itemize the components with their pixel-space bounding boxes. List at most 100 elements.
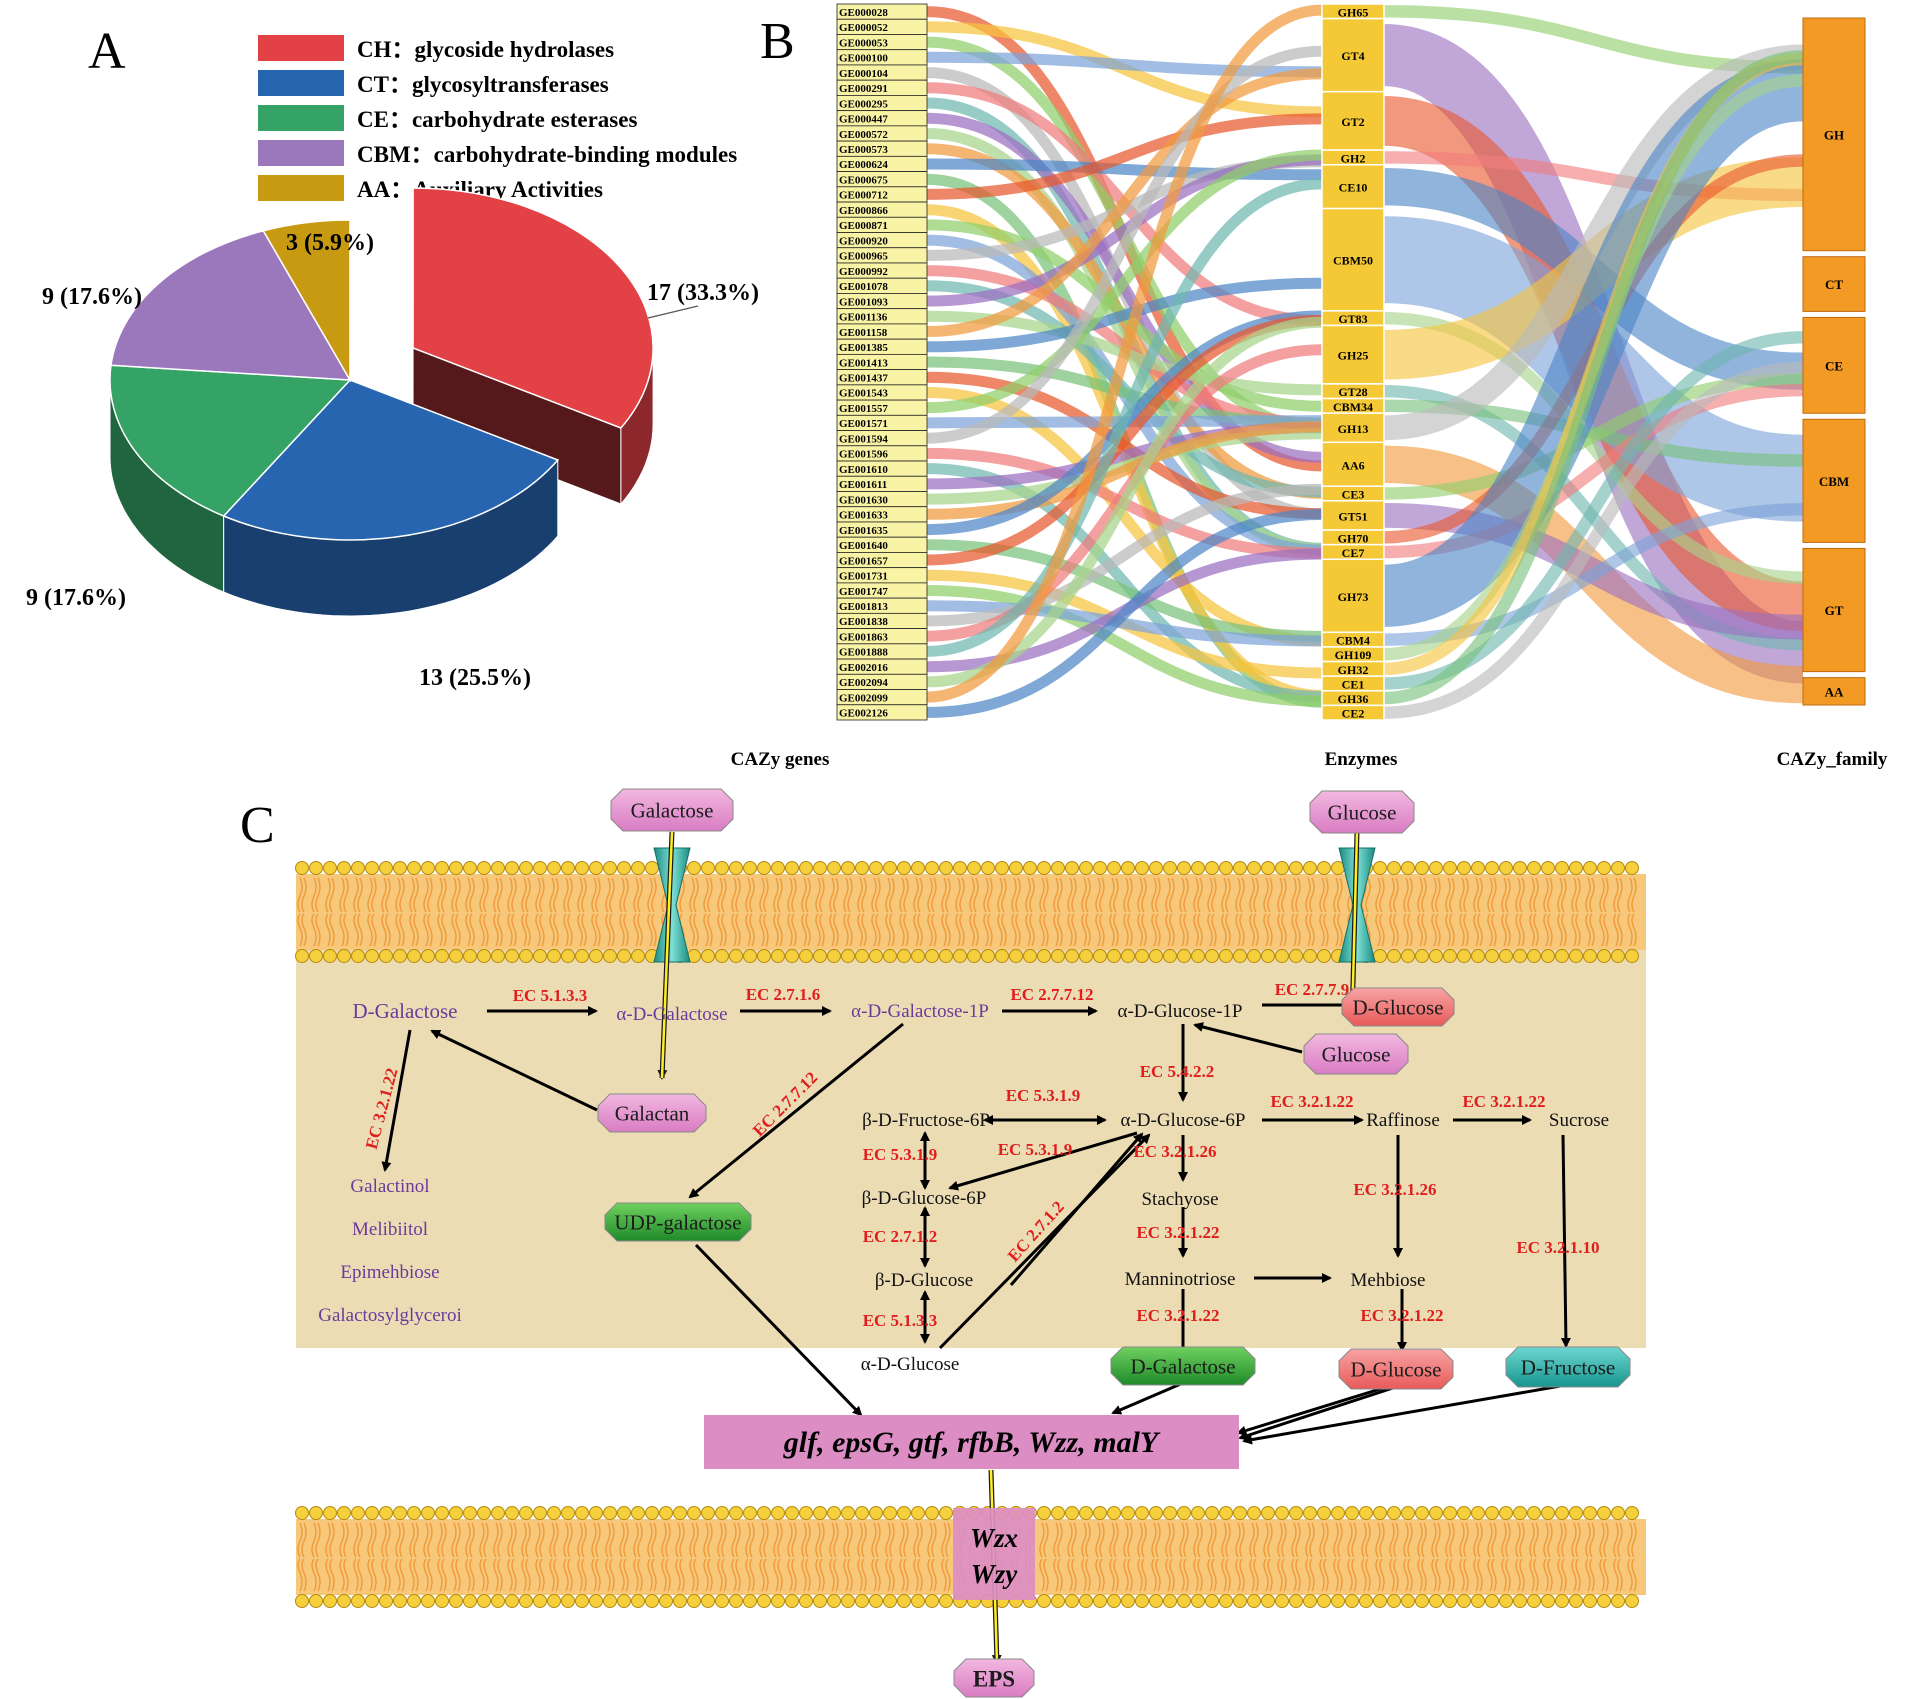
lipid-head bbox=[925, 861, 939, 875]
panel-c: C bbox=[240, 788, 1646, 1698]
lipid-head bbox=[337, 949, 351, 963]
pie-slice-CBM bbox=[110, 229, 352, 381]
enzyme-node bbox=[1321, 17, 1385, 93]
lipid-head bbox=[911, 1594, 925, 1608]
lipid-head bbox=[295, 861, 309, 875]
lipid-head bbox=[827, 861, 841, 875]
lipid-head bbox=[939, 1594, 953, 1608]
lipid-head bbox=[687, 1594, 701, 1608]
lipid-head bbox=[491, 1594, 505, 1608]
lipid-head bbox=[533, 949, 547, 963]
enzyme-node bbox=[1321, 324, 1385, 385]
lipid-head bbox=[561, 861, 575, 875]
gene-label: GE002094 bbox=[839, 677, 888, 689]
met-manninotriose: Manninotriose bbox=[1125, 1269, 1236, 1290]
lipid-head bbox=[715, 1506, 729, 1520]
lipid-head bbox=[1443, 861, 1457, 875]
lipid-head bbox=[813, 949, 827, 963]
lipid-head bbox=[1387, 861, 1401, 875]
gene-label: GE002016 bbox=[839, 662, 888, 674]
lipid-head bbox=[449, 1594, 463, 1608]
pie-chart: 17 (33.3%)13 (25.5%)9 (17.6%)9 (17.6%)3 … bbox=[26, 187, 759, 691]
gene-label: GE000291 bbox=[839, 83, 888, 95]
lipid-head bbox=[897, 949, 911, 963]
flow-gene-enzyme bbox=[926, 277, 1323, 353]
lipid-head bbox=[757, 1506, 771, 1520]
lipid-head bbox=[1415, 861, 1429, 875]
lipid-head bbox=[1289, 1506, 1303, 1520]
panel-c-letter: C bbox=[240, 797, 275, 854]
lipid-head bbox=[617, 861, 631, 875]
lipid-head bbox=[1177, 1594, 1191, 1608]
gene-label: GE000866 bbox=[839, 205, 888, 217]
lipid-head bbox=[813, 1506, 827, 1520]
gene-label: GE001863 bbox=[839, 631, 888, 643]
lipid-head bbox=[1149, 861, 1163, 875]
gene-label: GE000053 bbox=[839, 37, 888, 49]
pie-label-CT: 13 (25.5%) bbox=[419, 665, 531, 691]
lipid-head bbox=[729, 861, 743, 875]
lipid-head bbox=[477, 861, 491, 875]
lipid-head bbox=[897, 861, 911, 875]
family-label: GH bbox=[1824, 127, 1844, 142]
lipid-head bbox=[869, 861, 883, 875]
ec-label: EC 3.2.1.10 bbox=[1516, 1238, 1599, 1257]
lipid-head bbox=[1009, 949, 1023, 963]
ec-label: EC 2.7.7.9 bbox=[1275, 980, 1350, 999]
pathway-arrows bbox=[381, 1000, 1573, 1445]
lipid-head bbox=[1247, 949, 1261, 963]
lipid-head bbox=[1443, 949, 1457, 963]
lipid-head bbox=[575, 949, 589, 963]
lipid-head bbox=[1191, 1594, 1205, 1608]
lipid-head bbox=[1331, 1506, 1345, 1520]
met-alpha-d-galactose-1p: α-D-Galactose-1P bbox=[851, 1001, 989, 1022]
lipid-head bbox=[1051, 1506, 1065, 1520]
lipid-head bbox=[575, 861, 589, 875]
family-label: AA bbox=[1825, 684, 1844, 699]
lipid-head bbox=[589, 949, 603, 963]
enzyme-node bbox=[1321, 704, 1385, 721]
lipid-head bbox=[1569, 1594, 1583, 1608]
lipid-head bbox=[1037, 949, 1051, 963]
lipid-head bbox=[1555, 1594, 1569, 1608]
gene-label: GE000572 bbox=[839, 129, 888, 141]
lipid-head bbox=[1527, 949, 1541, 963]
flow-gene-enzyme bbox=[926, 45, 1323, 444]
enzyme-label: GT4 bbox=[1341, 49, 1364, 63]
sankey-flows bbox=[926, 4, 1806, 719]
lipid-head bbox=[589, 861, 603, 875]
lipid-head bbox=[393, 861, 407, 875]
enzyme-label: GH36 bbox=[1338, 692, 1369, 706]
lipid-head bbox=[1387, 1506, 1401, 1520]
gene-label: GE000447 bbox=[839, 114, 888, 126]
lipid-head bbox=[743, 949, 757, 963]
lipid-head bbox=[1359, 1594, 1373, 1608]
enzyme-label: CBM34 bbox=[1333, 400, 1373, 414]
lipid-head bbox=[1107, 1594, 1121, 1608]
lipid-head bbox=[855, 861, 869, 875]
lipid-head bbox=[1037, 1594, 1051, 1608]
wzx-wzy-transporter: Wzx Wzy bbox=[953, 1508, 1035, 1600]
flow-enzyme-family bbox=[1383, 44, 1804, 441]
box-d-fructose: D-Fructose bbox=[1521, 1356, 1615, 1380]
lipid-head bbox=[1093, 949, 1107, 963]
lipid-head bbox=[729, 949, 743, 963]
lipid-head bbox=[785, 1594, 799, 1608]
met-melibiitol: Melibiitol bbox=[352, 1219, 428, 1240]
legend-label: CBM：carbohydrate-binding modules bbox=[357, 142, 737, 167]
lipid-head bbox=[463, 949, 477, 963]
lipid-head bbox=[953, 949, 967, 963]
met-beta-d-glucose: β-D-Glucose bbox=[875, 1270, 973, 1291]
flow-gene-enzyme bbox=[926, 158, 1323, 181]
lipid-head bbox=[435, 1506, 449, 1520]
lipid-head bbox=[519, 1594, 533, 1608]
lipid-head bbox=[771, 949, 785, 963]
box-d-glucose-2: D-Glucose bbox=[1351, 1358, 1442, 1382]
family-label: CBM bbox=[1819, 474, 1849, 489]
enzyme-label: GH65 bbox=[1338, 5, 1369, 19]
flow-gene-enzyme bbox=[926, 483, 1323, 627]
lipid-head bbox=[1485, 949, 1499, 963]
met-stachyose: Stachyose bbox=[1141, 1189, 1218, 1210]
lipid-head bbox=[477, 949, 491, 963]
lipid-head bbox=[1261, 1506, 1275, 1520]
